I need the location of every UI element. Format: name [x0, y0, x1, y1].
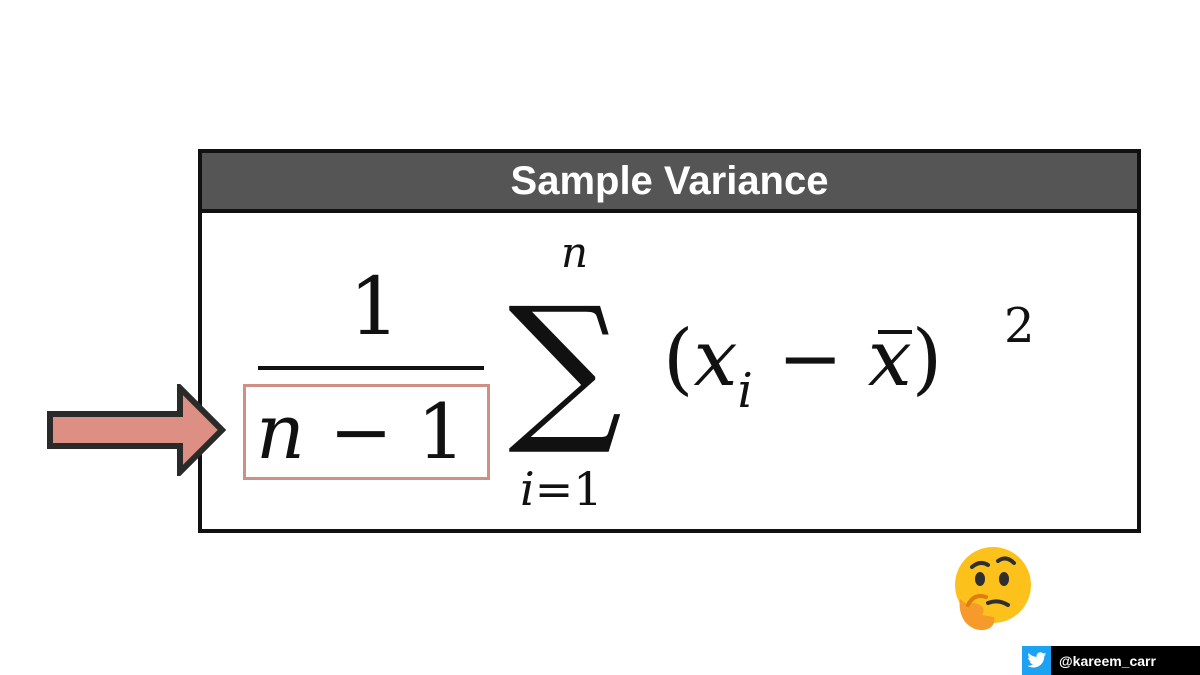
right-arrow-icon	[47, 384, 226, 476]
fraction-numerator: 1	[349, 260, 400, 353]
sum-index-start: =1	[534, 462, 603, 516]
summand-minus: −	[777, 314, 843, 404]
twitter-bird-icon	[1022, 646, 1051, 675]
sum-index: i	[520, 462, 535, 516]
card-title: Sample Variance	[202, 153, 1137, 213]
thinking-face-icon	[955, 547, 1031, 631]
exponent: 2	[1004, 298, 1035, 354]
twitter-handle-badge: @kareem_carr	[1022, 646, 1200, 675]
summation-sigma: ∑	[508, 272, 623, 459]
denominator-minus: −	[329, 387, 393, 476]
denominator-variable: n	[256, 387, 305, 476]
fraction-denominator: n − 1	[256, 394, 465, 470]
close-paren: )	[911, 314, 943, 404]
open-paren: (	[663, 314, 694, 404]
formula-card: Sample Variance	[198, 149, 1141, 533]
summand: (xi − x)	[663, 314, 942, 415]
fraction-bar	[258, 366, 484, 370]
summand-subscript: i	[737, 363, 753, 419]
summand-x: x	[693, 314, 738, 404]
sample-mean-xbar: x	[867, 314, 912, 404]
denominator-highlight-box	[243, 384, 490, 480]
sum-lower-limit: i=1	[520, 466, 603, 512]
twitter-handle-text: @kareem_carr	[1059, 652, 1156, 669]
sum-upper-limit: n	[561, 228, 589, 277]
denominator-constant: 1	[416, 387, 466, 476]
